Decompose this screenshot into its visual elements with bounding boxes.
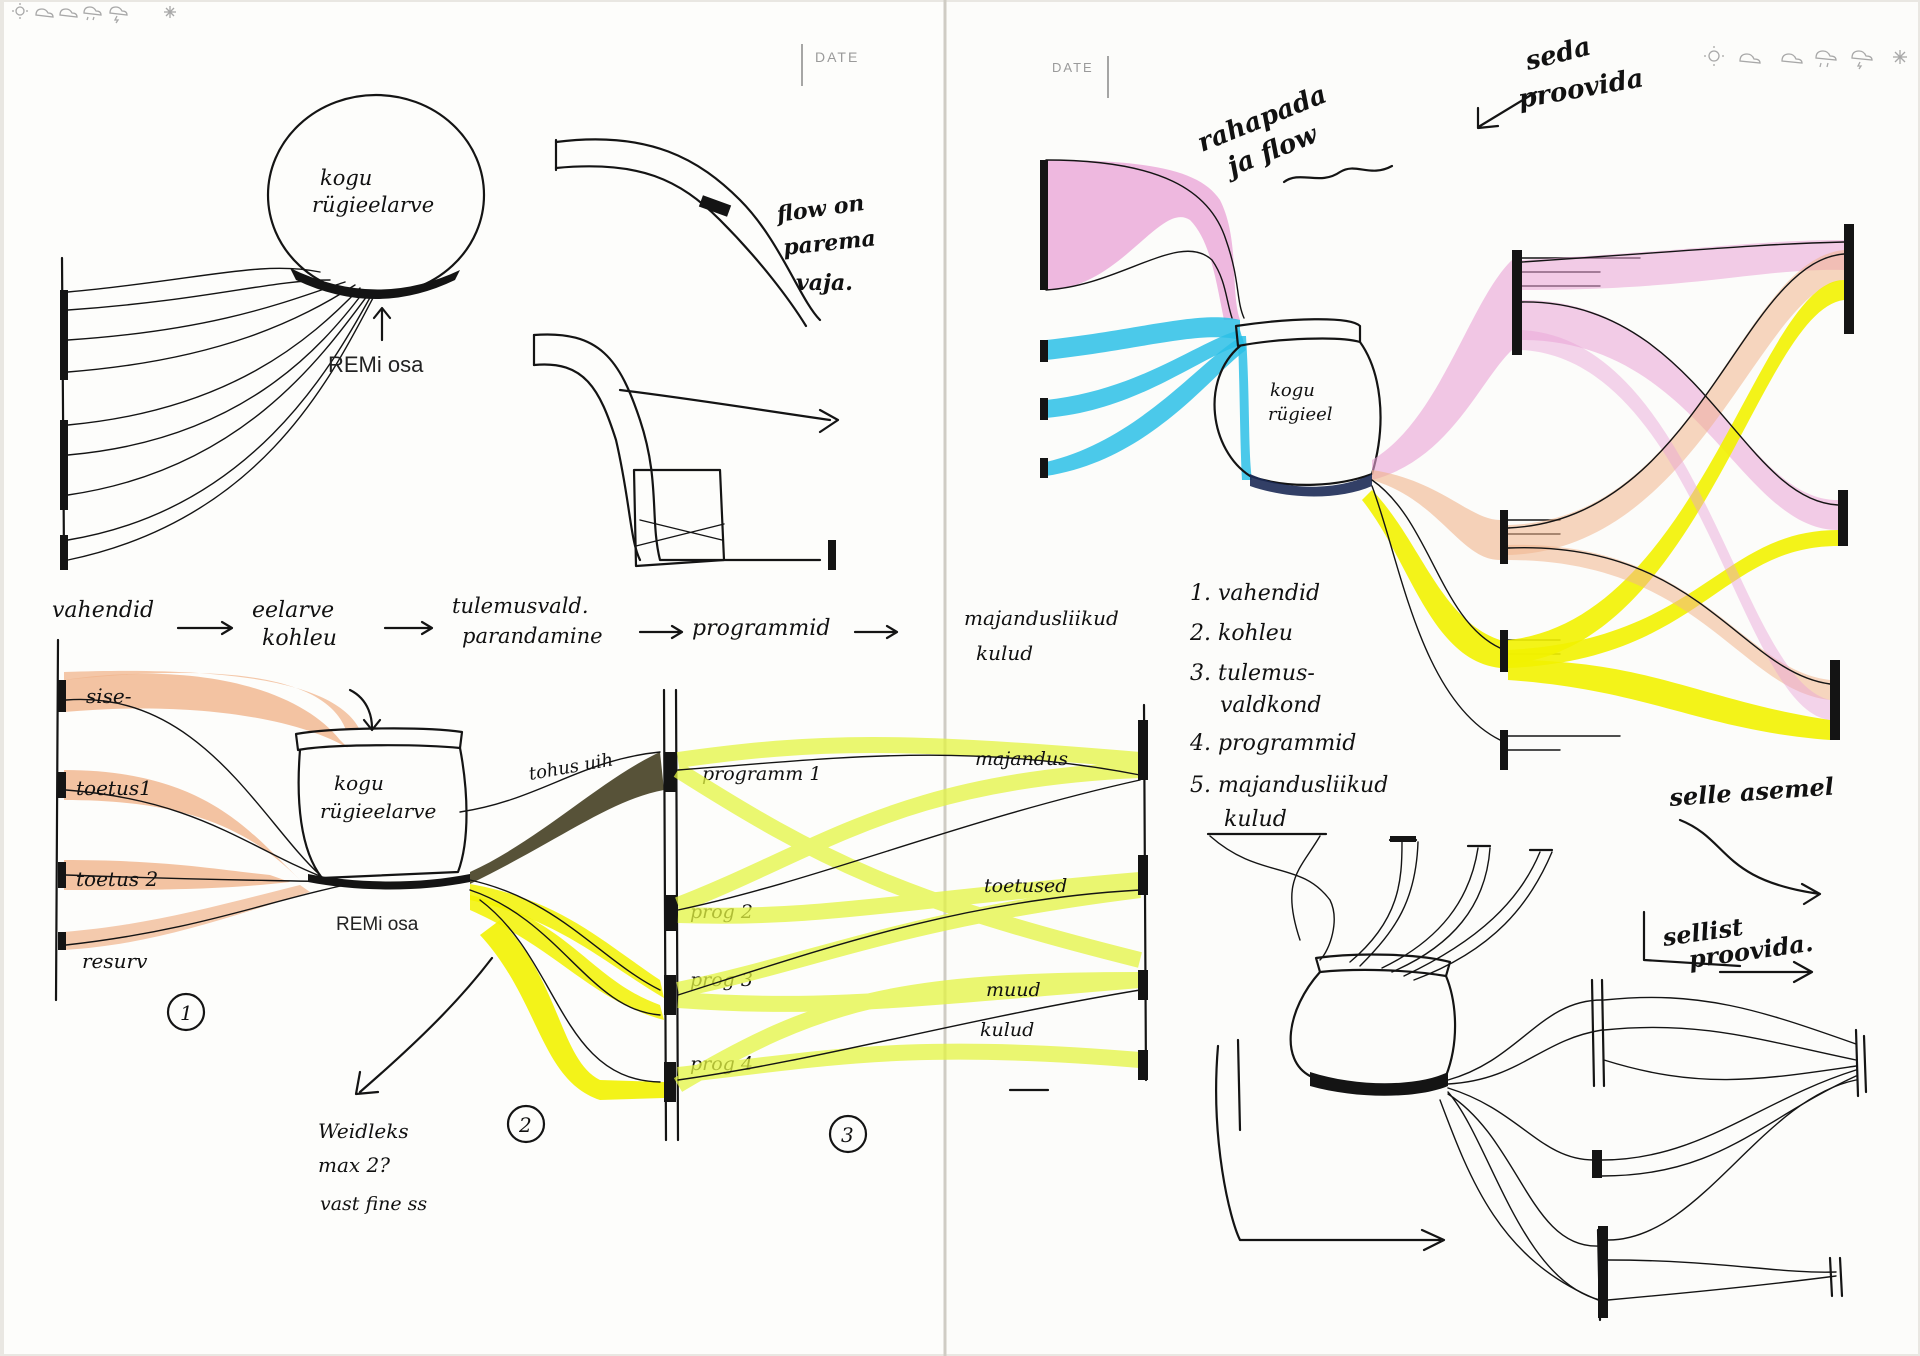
step-5b: kulud — [976, 641, 1033, 665]
pot-body — [297, 746, 468, 880]
date-label-left: DATE — [815, 49, 859, 65]
sun-icon — [1704, 46, 1724, 66]
arrow-down-left — [1476, 90, 1538, 130]
pot-base-right — [1250, 474, 1372, 497]
circle-label-2: rügieelarve — [312, 193, 434, 217]
remi-label-b: REMi osa — [336, 914, 419, 935]
partly-cloudy-icon — [1739, 53, 1761, 64]
date-label-right: DATE — [1052, 60, 1094, 75]
rain-icon — [83, 6, 102, 21]
note-flow-3: vaja. — [796, 270, 853, 296]
list-item-5a: 5. majandusliikud — [1190, 773, 1388, 798]
pot-body-right — [1213, 340, 1382, 486]
step-3b: parandamine — [462, 624, 603, 648]
colored-sankey-lines — [1507, 241, 1845, 685]
cost-label-2: toetused — [984, 875, 1067, 897]
circle-label-1: kogu — [320, 166, 372, 190]
sun-icon — [12, 3, 28, 19]
rain-icon — [1815, 50, 1837, 68]
num-2: 2 — [518, 1113, 532, 1137]
pot-label-r2: rügieel — [1268, 404, 1333, 425]
pot-label-1: kogu — [334, 771, 384, 795]
up-arrow — [372, 306, 392, 342]
question-2: max 2? — [318, 1153, 390, 1177]
num-3: 3 — [841, 1123, 854, 1147]
source-bar-3 — [60, 535, 68, 570]
arrow-instead — [1678, 818, 1822, 906]
storm-icon — [1851, 50, 1873, 70]
prog-label-1: programm 1 — [702, 763, 821, 785]
list-item-4: 4. programmid — [1189, 731, 1356, 756]
num-1: 1 — [180, 1001, 193, 1025]
list-item-3b: valdkond — [1220, 693, 1322, 718]
step-5a: majandusliikud — [964, 606, 1119, 630]
underline-wave — [1282, 164, 1394, 184]
out-axis-2 — [1854, 1028, 1868, 1098]
snow-icon — [164, 6, 176, 18]
cloud-icon — [1781, 53, 1803, 64]
sketch-output-lines — [1439, 996, 1857, 1301]
source-bar-1 — [60, 290, 68, 380]
step-2b: kohleu — [262, 626, 337, 651]
storm-icon — [109, 6, 128, 24]
process-steps: vahendid eelarve kohleu tulemusvald. par… — [52, 594, 1119, 665]
out-axis-3 — [1828, 1256, 1844, 1298]
colored-sankey: kogu rügieel — [1040, 159, 1854, 770]
step-circle-3 — [828, 1114, 868, 1154]
remi-label-a: REMi osa — [328, 352, 424, 377]
step-2a: eelarve — [252, 598, 334, 623]
cloud-icon — [59, 8, 78, 18]
question-arrow — [354, 956, 494, 1096]
src-label-1: sise- — [86, 684, 132, 708]
weather-icons-right — [1704, 46, 1907, 70]
sketch-circle-flow: kogu rügieelarve REMi osa — [60, 93, 486, 570]
step-circle-1 — [166, 992, 206, 1032]
remi-share-hatch — [290, 268, 460, 299]
pot-label-2: rügieelarve — [320, 799, 436, 823]
pot-base-sketch — [1310, 1072, 1448, 1096]
pot-hatch — [308, 874, 470, 890]
pot-small — [632, 468, 726, 568]
cost-label-3b: kulud — [980, 1019, 1034, 1041]
source-bar-2 — [60, 420, 68, 510]
snow-icon — [1893, 50, 1907, 64]
step-4: programmid — [692, 616, 830, 641]
cost-flow-lines — [677, 754, 1141, 1081]
step-1: vahendid — [52, 598, 154, 623]
question-3: vast fine ss — [320, 1193, 427, 1215]
src-label-3: toetus 2 — [76, 867, 158, 891]
partly-cloudy-icon — [35, 8, 54, 18]
main-flow-diagram: sise- toetus1 toetus 2 resurv kogu rügie… — [54, 638, 1148, 1215]
cost-label-3a: muud — [986, 979, 1041, 1001]
question-1: Weidleks — [318, 1119, 409, 1143]
main-source-axis — [54, 638, 60, 1002]
cost-label-1: majandus — [975, 748, 1068, 770]
step-circle-2 — [506, 1104, 546, 1144]
list-item-2: 2. kohleu — [1189, 621, 1293, 646]
list-item-5b: kulud — [1224, 807, 1287, 832]
arrow-curve — [618, 388, 840, 434]
numbered-list: 1. vahendid 2. kohleu 3. tulemus- valdko… — [1189, 581, 1388, 832]
pot-label-r1: kogu — [1270, 380, 1315, 401]
out-axis-1 — [1590, 978, 1606, 1088]
weather-icons-left — [12, 3, 176, 24]
list-item-3a: 3. tulemus- — [1190, 661, 1315, 686]
list-item-1: 1. vahendid — [1190, 581, 1320, 606]
src-label-4: resurv — [82, 949, 148, 973]
step-3a: tulemusvald. — [452, 594, 589, 618]
